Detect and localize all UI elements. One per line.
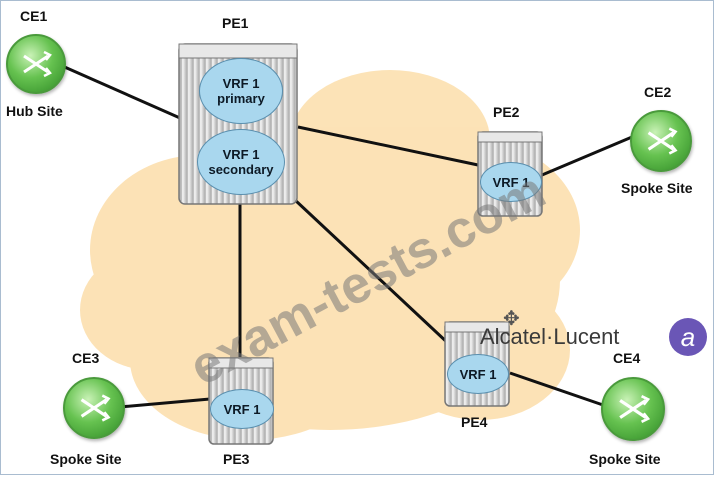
pe2-vrf: VRF 1: [480, 162, 542, 202]
pe3-vrf: VRF 1: [210, 389, 274, 429]
move-cursor-icon: ✥: [503, 308, 520, 330]
pe1-vrf-secondary-line2: secondary: [208, 162, 274, 177]
ce2-router-icon: [630, 110, 692, 172]
link-pe2-ce2: [541, 135, 633, 177]
pe4-label: PE4: [461, 414, 488, 430]
link-pe1-pe4: [293, 198, 452, 347]
ce1-site-label: Hub Site: [6, 103, 63, 119]
vendor-brand-text: Alcatel·Lucent: [480, 324, 620, 349]
pe1-vrf-primary-line2: primary: [217, 91, 265, 106]
pe1-label: PE1: [222, 15, 249, 31]
pe4-vrf-label: VRF 1: [459, 366, 497, 382]
pe1-vrf-secondary-line1: VRF 1: [222, 147, 260, 162]
ce3-label: CE3: [72, 350, 100, 366]
ce4-site-label: Spoke Site: [589, 451, 661, 467]
ce2-site-label: Spoke Site: [621, 180, 693, 196]
pe2-vrf-label: VRF 1: [492, 174, 530, 190]
vendor-logo-icon: a: [669, 318, 707, 356]
pe3-vrf-label: VRF 1: [223, 401, 261, 417]
link-pe4-ce4: [509, 371, 604, 407]
link-pe1-pe2: [297, 125, 479, 167]
ce1-label: CE1: [20, 8, 48, 24]
link-pe3-ce3: [119, 397, 211, 409]
ce1-router-icon: [6, 34, 66, 94]
links: [59, 63, 633, 409]
link-ce1-pe1: [59, 63, 181, 120]
pe3-label: PE3: [223, 451, 250, 467]
ce4-router-icon: [601, 377, 665, 441]
pe1-vrf-primary-line1: VRF 1: [222, 76, 260, 91]
pe1-vrf-secondary: VRF 1 secondary: [197, 129, 285, 195]
ce3-site-label: Spoke Site: [50, 451, 122, 467]
pe2-label: PE2: [493, 104, 520, 120]
ce2-label: CE2: [644, 84, 672, 100]
pe4-vrf: VRF 1: [447, 354, 509, 394]
pe1-vrf-primary: VRF 1 primary: [199, 58, 283, 124]
ce4-label: CE4: [613, 350, 641, 366]
ce3-router-icon: [63, 377, 125, 439]
